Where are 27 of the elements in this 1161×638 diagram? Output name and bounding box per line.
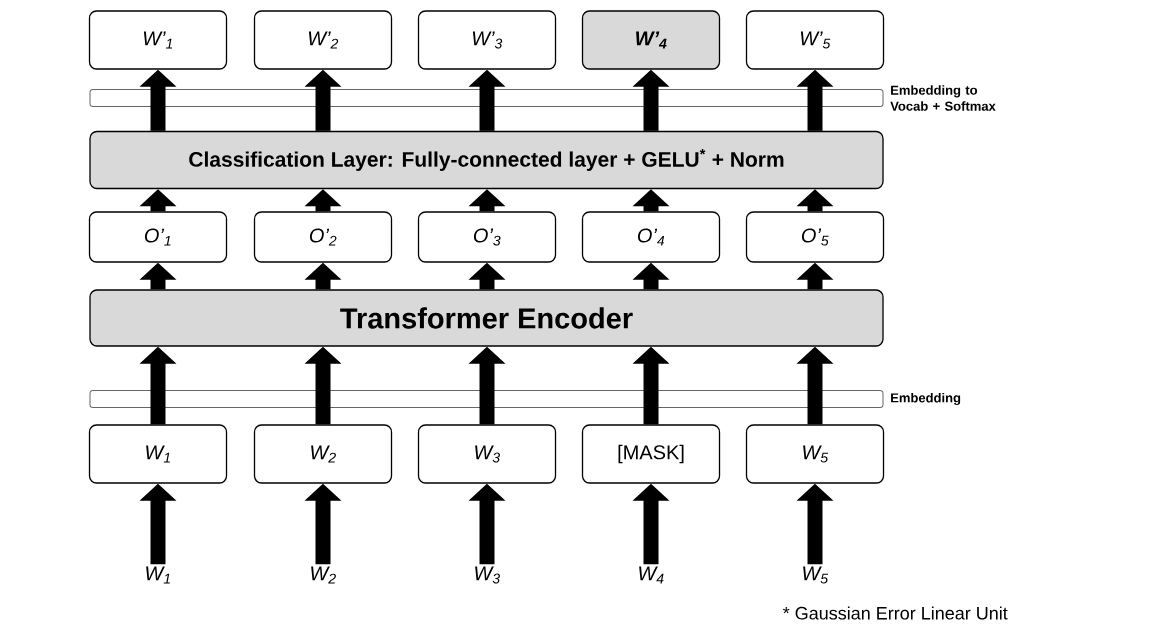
input-token: W$_{3}$ — [475, 566, 500, 584]
input-token: W$_{5}$ — [803, 566, 829, 584]
input-token: W$_{2}$ — [311, 566, 336, 584]
output-box: W’$_{3}$ — [417, 10, 557, 70]
band-label: Embedding — [891, 392, 961, 406]
input-token: W$_{1}$ — [146, 566, 170, 584]
band-label: Embedding to Vocab + Softmax — [890, 85, 996, 111]
input-box: W$_{2}$ — [253, 424, 393, 484]
output-box: W’$_{2}$ — [253, 10, 393, 70]
output-box: W’$_{5}$ — [745, 10, 885, 70]
footnote: * Gaussian Error Linear Unit — [783, 606, 1008, 620]
input-box: W$_{1}$ — [88, 424, 228, 484]
transformer-encoder-box: Transformer Encoder — [89, 289, 884, 347]
classification-layer-box: Classification Layer: Fully-connected layer + GELU$^{*}$ + Norm — [89, 130, 884, 190]
output-vector-box: O’$_{1}$ — [88, 211, 228, 263]
input-box: [MASK] — [581, 424, 721, 484]
output-box: W’$_{1}$ — [88, 10, 228, 70]
output-vector-box: O’$_{2}$ — [253, 211, 393, 263]
embedding-band — [89, 89, 884, 107]
input-box: W$_{3}$ — [417, 424, 557, 484]
input-box: W$_{5}$ — [745, 424, 885, 484]
output-vector-box: O’$_{3}$ — [417, 211, 557, 263]
output-box: W’$_{4}$ — [581, 10, 721, 70]
output-vector-box: O’$_{5}$ — [745, 211, 885, 263]
input-token: W$_{4}$ — [639, 566, 664, 584]
output-vector-box: O’$_{4}$ — [581, 211, 721, 263]
embedding-band — [89, 390, 884, 408]
